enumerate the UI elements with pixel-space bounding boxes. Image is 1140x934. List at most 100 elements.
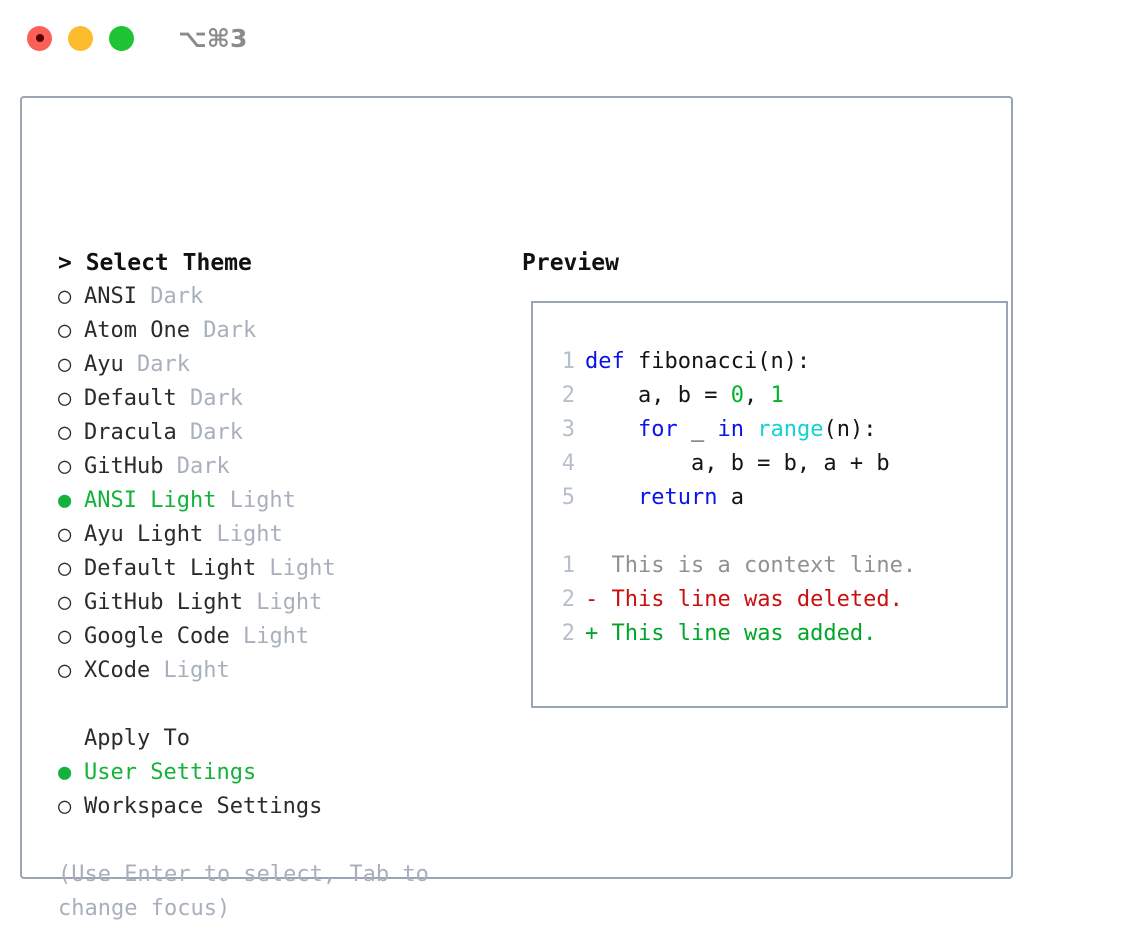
apply-to-option-workspace-settings[interactable]: ○ Workspace Settings xyxy=(58,790,498,824)
radio-unselected-icon[interactable]: ○ xyxy=(58,454,72,479)
minimize-button[interactable] xyxy=(68,25,93,51)
code-token: , xyxy=(743,383,771,408)
theme-option-label: Ayu Light xyxy=(84,522,204,547)
code-token xyxy=(585,485,638,510)
code-line: 3 for _ in range(n): xyxy=(549,413,1006,447)
keyboard-hint-text: (Use Enter to select, Tab to change focu… xyxy=(58,862,443,921)
diff-line-add: 2 + This line was added. xyxy=(549,617,1006,651)
code-token: (n): xyxy=(823,417,877,442)
diff-line-number: 2 xyxy=(561,621,575,646)
theme-option-label: Default xyxy=(84,386,177,411)
theme-option-label: Ayu xyxy=(84,352,124,377)
code-token: a, b = xyxy=(585,383,731,408)
code-token: 1 xyxy=(770,383,784,408)
diff-sign: - xyxy=(585,587,599,612)
radio-unselected-icon[interactable]: ○ xyxy=(58,590,72,615)
diff-sign xyxy=(585,553,598,578)
theme-list[interactable]: ○ ANSI Dark ○ Atom One Dark ○ Ayu Dark ○ Defaul… xyxy=(58,280,498,688)
radio-unselected-icon[interactable]: ○ xyxy=(58,794,72,819)
code-token: a, b = b, a + b xyxy=(585,451,890,476)
radio-unselected-icon[interactable]: ○ xyxy=(58,352,72,377)
theme-option-ayu[interactable]: ○ Ayu Dark xyxy=(58,348,498,382)
radio-unselected-icon[interactable]: ○ xyxy=(58,658,72,683)
theme-option-github-light[interactable]: ○ GitHub Light Light xyxy=(58,586,498,620)
apply-to-option-label: Workspace Settings xyxy=(84,794,323,819)
code-token: fibonacci(n): xyxy=(624,349,811,374)
diff-line-number: 2 xyxy=(561,587,575,612)
code-line: 4 a, b = b, a + b xyxy=(549,447,1006,481)
theme-option-variant: Dark xyxy=(176,386,243,411)
radio-unselected-icon[interactable]: ○ xyxy=(58,284,72,309)
code-token: in xyxy=(717,417,744,442)
theme-option-label: Atom One xyxy=(84,318,190,343)
radio-unselected-icon[interactable]: ○ xyxy=(58,318,72,343)
radio-selected-icon[interactable]: ● xyxy=(58,760,72,785)
theme-option-variant: Dark xyxy=(123,352,190,377)
radio-unselected-icon[interactable]: ○ xyxy=(58,556,72,581)
radio-unselected-icon[interactable]: ○ xyxy=(58,420,72,445)
theme-option-variant: Dark xyxy=(176,420,243,445)
radio-unselected-icon[interactable]: ○ xyxy=(58,386,72,411)
theme-option-label: GitHub Light xyxy=(84,590,243,615)
code-token: def xyxy=(585,349,625,374)
theme-option-variant: Dark xyxy=(189,318,257,343)
code-token xyxy=(744,417,757,442)
theme-option-variant: Light xyxy=(216,488,296,513)
theme-option-label: ANSI xyxy=(84,284,137,309)
apply-to-option-label: User Settings xyxy=(84,760,257,785)
code-token: for xyxy=(637,417,678,442)
radio-unselected-icon[interactable]: ○ xyxy=(58,522,72,547)
code-token: _ xyxy=(677,417,718,442)
window-titlebar: ⌥⌘3 xyxy=(0,0,1140,76)
theme-option-label: ANSI Light xyxy=(84,488,217,513)
theme-option-ansi-light[interactable]: ● ANSI Light Light xyxy=(58,484,498,518)
diff-sign: + xyxy=(585,621,599,646)
diff-text: This line was deleted. xyxy=(598,587,903,612)
maximize-button[interactable] xyxy=(109,25,134,51)
theme-option-variant: Light xyxy=(242,590,323,615)
code-line-number: 5 xyxy=(561,485,575,510)
theme-option-ayu-light[interactable]: ○ Ayu Light Light xyxy=(58,518,498,552)
theme-option-label: Google Code xyxy=(84,624,230,649)
diff-line-number: 1 xyxy=(561,553,575,578)
keyboard-shortcut-label: ⌥⌘3 xyxy=(178,23,248,53)
theme-option-variant: Light xyxy=(150,658,230,683)
diff-text: This line was added. xyxy=(598,621,877,646)
theme-option-default[interactable]: ○ Default Dark xyxy=(58,382,498,416)
apply-to-option-user-settings[interactable]: ● User Settings xyxy=(58,756,498,790)
diff-line-ctx: 1 This is a context line. xyxy=(549,549,1006,583)
theme-option-label: Dracula xyxy=(84,420,177,445)
code-line-number: 2 xyxy=(561,383,575,408)
theme-option-label: GitHub xyxy=(84,454,164,479)
theme-option-label: Default Light xyxy=(84,556,257,581)
diff-text: This is a context line. xyxy=(598,553,917,578)
theme-option-dracula[interactable]: ○ Dracula Dark xyxy=(58,416,498,450)
code-line: 5 return a xyxy=(549,481,1006,515)
theme-option-variant: Light xyxy=(229,624,310,649)
close-button[interactable] xyxy=(27,25,52,51)
theme-option-xcode[interactable]: ○XCode Light xyxy=(58,654,498,688)
theme-option-atom-one[interactable]: ○ Atom One Dark xyxy=(58,314,498,348)
theme-option-github[interactable]: ○ GitHub Dark xyxy=(58,450,498,484)
diff-line-del: 2- This line was deleted. xyxy=(549,583,1006,617)
code-line-number: 1 xyxy=(561,349,575,374)
theme-option-ansi[interactable]: ○ANSI Dark xyxy=(58,280,498,314)
code-line: 2 a, b = 0, 1 xyxy=(549,379,1006,413)
code-blank-line xyxy=(549,515,1006,549)
radio-unselected-icon[interactable]: ○ xyxy=(58,624,72,649)
theme-option-google-code[interactable]: ○ Google Code Light xyxy=(58,620,498,654)
code-token xyxy=(585,417,638,442)
code-line: 1 def fibonacci(n): xyxy=(549,345,1006,379)
preview-title: Preview xyxy=(522,250,619,276)
apply-to-list[interactable]: ● User Settings ○ Workspace Settings xyxy=(58,756,498,824)
radio-selected-icon[interactable]: ● xyxy=(58,488,72,513)
code-token: 0 xyxy=(730,383,744,408)
theme-option-variant: Dark xyxy=(163,454,230,479)
theme-option-default-light[interactable]: ○Default Light Light xyxy=(58,552,498,586)
code-token: range xyxy=(757,417,824,442)
apply-to-header: Apply To xyxy=(84,726,190,751)
theme-option-variant: Light xyxy=(203,522,283,547)
theme-picker-panel: > Select Theme ○ANSI Dark○Atom One Dark○… xyxy=(20,96,1013,921)
